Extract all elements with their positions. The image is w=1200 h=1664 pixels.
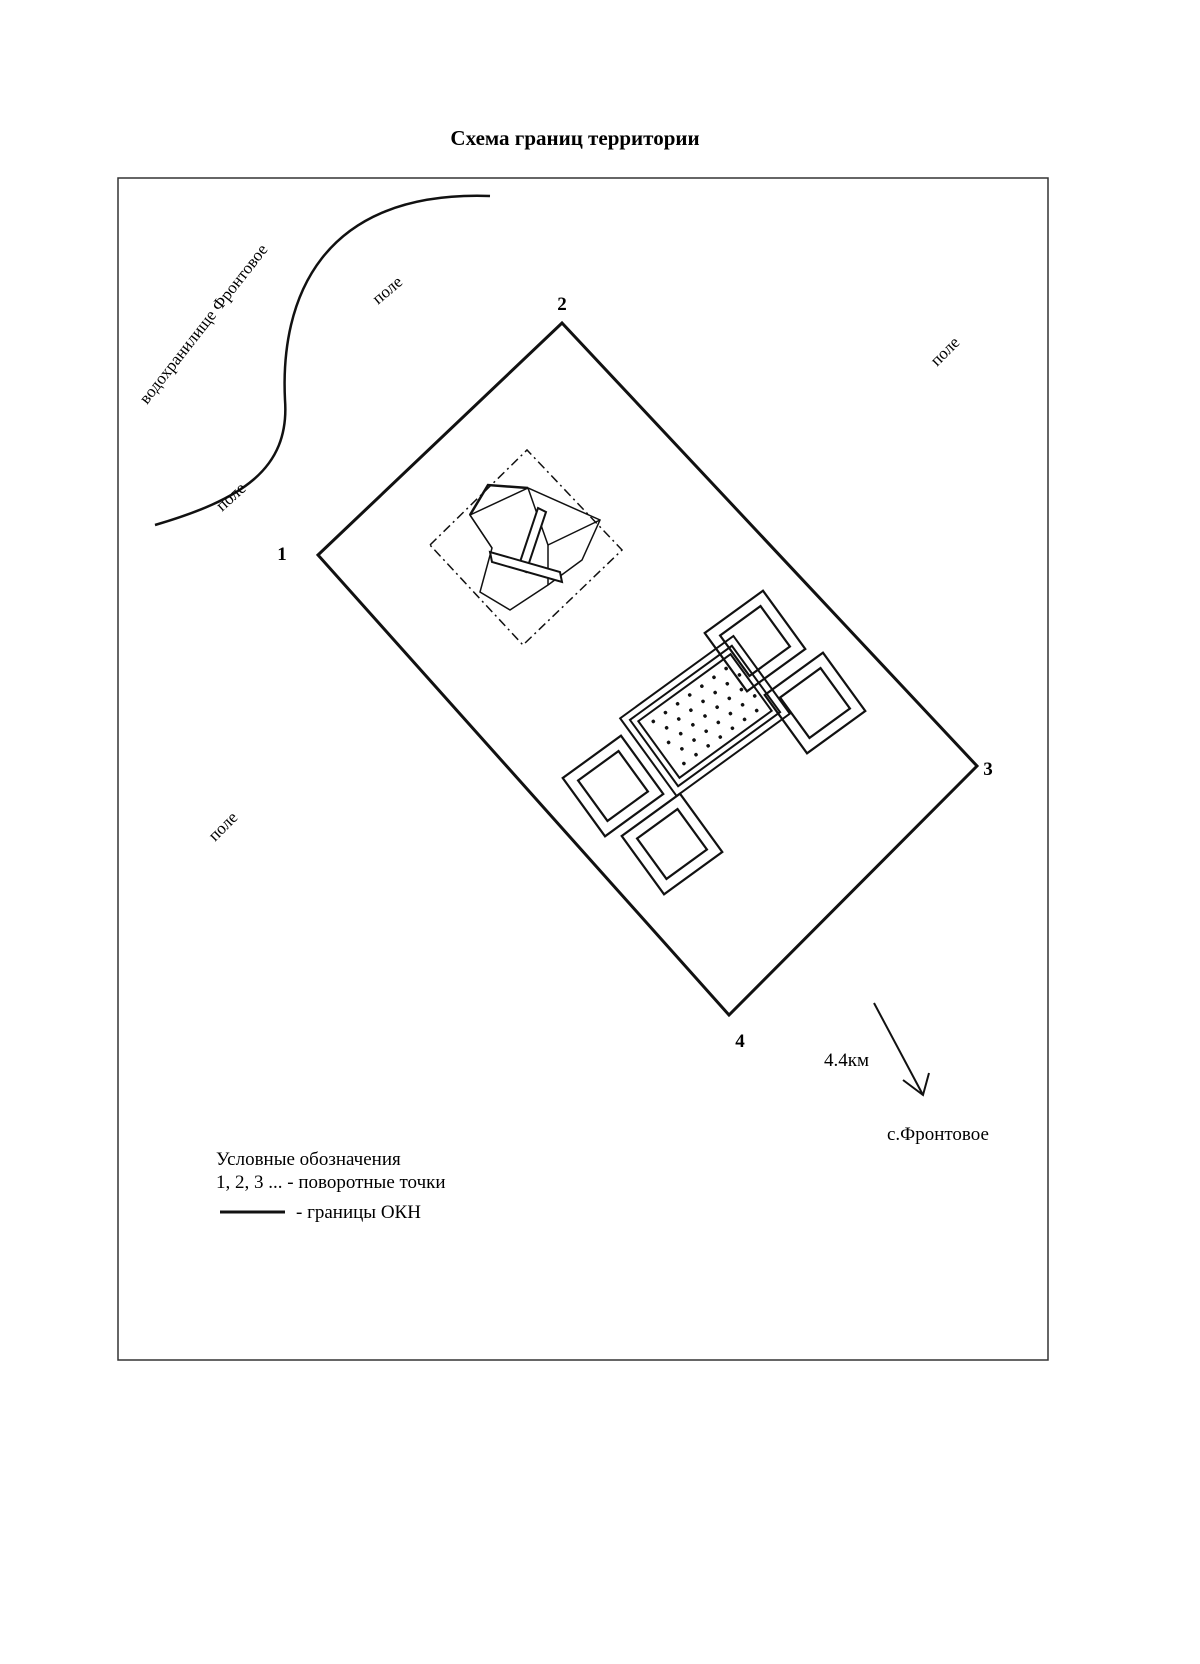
field-label-1: поле	[368, 272, 406, 308]
object-dot	[712, 675, 716, 680]
object-dot	[676, 717, 681, 721]
object-dot	[651, 719, 656, 724]
object-dot	[692, 738, 696, 742]
small-object-outer	[620, 792, 724, 896]
object-dot	[664, 726, 669, 730]
small-object-1	[703, 589, 807, 693]
object-dot	[703, 714, 707, 718]
object-dot	[727, 696, 732, 701]
field-label-4: поле	[204, 808, 241, 845]
field-label-3: поле	[926, 333, 963, 370]
object-dot	[740, 702, 745, 707]
small-object-inner	[718, 604, 792, 678]
small-object-2	[763, 651, 867, 755]
small-object-outer	[703, 589, 807, 693]
object-dot	[689, 708, 693, 712]
monument-plot-line	[547, 519, 601, 546]
small-object-outer	[763, 651, 867, 755]
reservoir-label: водохранилище Фронтовое	[135, 240, 271, 407]
object-dot	[737, 673, 742, 677]
small-object-inner	[576, 749, 650, 823]
map-title: Схема границ территории	[450, 126, 699, 150]
object-dot	[700, 684, 704, 688]
object-dotted-area	[636, 652, 774, 780]
legend-points-item: 1, 2, 3 ... - поворотные точки	[216, 1172, 446, 1193]
central-dotted-object	[618, 634, 792, 798]
monument-plot-line	[469, 514, 493, 549]
object-dot	[687, 693, 692, 697]
object-dot	[739, 687, 744, 692]
object-dot	[718, 735, 723, 739]
destination-label: с.Фронтовое	[887, 1124, 989, 1145]
object-dot	[754, 708, 759, 713]
legend-boundary-item: - границы ОКН	[296, 1202, 421, 1223]
object-dot	[742, 717, 747, 722]
monument-protection-zone	[428, 448, 624, 647]
small-object-3	[561, 734, 665, 838]
map-frame	[117, 177, 1049, 1361]
territory-boundary	[315, 320, 980, 1018]
object-dot	[724, 666, 728, 671]
field-label-2: поле	[212, 478, 250, 514]
object-dot	[680, 747, 684, 751]
legend: Условные обозначения 1, 2, 3 ... - повор…	[216, 1149, 446, 1223]
object-dot	[666, 740, 671, 745]
object-dot	[752, 694, 757, 698]
turning-point-1: 1	[277, 544, 287, 565]
small-object-inner	[778, 666, 852, 740]
object-dot	[691, 723, 695, 727]
direction-arrow-icon	[873, 1002, 930, 1097]
object-outer-border	[618, 634, 792, 798]
object-dot	[716, 720, 721, 725]
object-dot	[704, 729, 708, 734]
small-object-inner	[635, 807, 709, 881]
object-dot-fill	[651, 666, 759, 766]
small-object-outer	[561, 734, 665, 838]
monument-cross-group	[428, 448, 624, 647]
object-dot	[694, 752, 698, 757]
object-dot	[730, 726, 735, 731]
turning-point-2: 2	[557, 294, 567, 315]
monument-plot-edge	[468, 483, 529, 516]
small-object-4	[620, 792, 724, 896]
object-dot	[701, 699, 705, 704]
object-dot	[713, 690, 717, 695]
object-dot	[706, 744, 710, 748]
turning-point-3: 3	[983, 759, 993, 780]
object-dot	[663, 710, 668, 715]
object-dot	[678, 731, 683, 736]
turning-point-4: 4	[735, 1031, 745, 1052]
monument-cross-bar	[488, 550, 564, 584]
object-dot	[715, 705, 719, 709]
object-inner-border	[628, 644, 782, 788]
reservoir-shoreline	[154, 194, 491, 527]
object-dot	[675, 701, 680, 706]
object-dot	[728, 711, 733, 716]
object-dot	[725, 681, 730, 686]
object-dot	[682, 761, 686, 766]
distance-label: 4.4км	[824, 1050, 869, 1071]
legend-heading: Условные обозначения	[216, 1149, 401, 1170]
